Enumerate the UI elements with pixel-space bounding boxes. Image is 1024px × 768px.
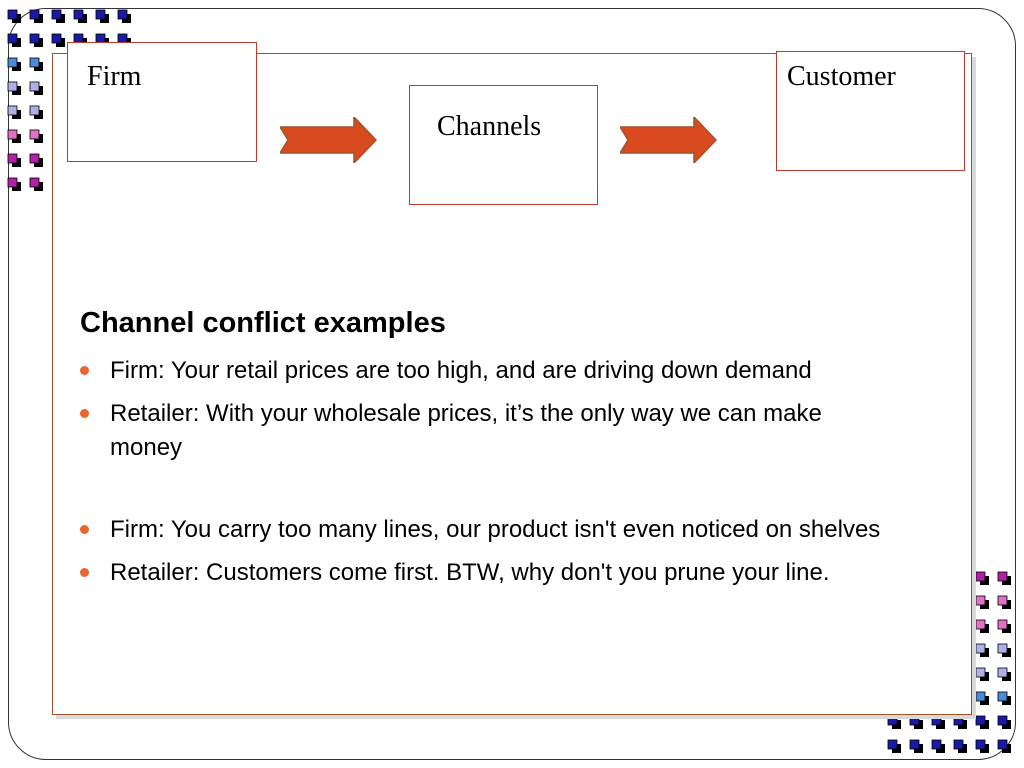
list-item: Firm: You carry too many lines, our prod… <box>80 513 900 547</box>
section-heading: Channel conflict examples <box>80 307 446 339</box>
bullet-icon <box>80 568 89 577</box>
bullet-icon <box>80 409 89 418</box>
customer-box: Customer <box>776 51 965 171</box>
arrow-right-icon <box>280 117 378 163</box>
bullet-text: Firm: You carry too many lines, our prod… <box>110 516 881 543</box>
firm-box: Firm <box>67 42 257 162</box>
arrow-right-icon <box>620 117 718 163</box>
bullet-text: Firm: Your retail prices are too high, a… <box>110 357 812 384</box>
firm-label: Firm <box>87 61 142 92</box>
bullet-icon <box>80 366 89 375</box>
bullet-list: Firm: Your retail prices are too high, a… <box>80 354 900 599</box>
list-item: Retailer: With your wholesale prices, it… <box>80 397 900 465</box>
list-item: Firm: Your retail prices are too high, a… <box>80 354 900 388</box>
channels-label: Channels <box>437 111 542 142</box>
customer-label: Customer <box>787 61 896 92</box>
bullet-text: Retailer: With your wholesale prices, it… <box>110 400 822 461</box>
list-item: Retailer: Customers come first. BTW, why… <box>80 556 900 590</box>
bullet-text: Retailer: Customers come first. BTW, why… <box>110 559 830 586</box>
channels-box: Channels <box>409 85 598 205</box>
bullet-icon <box>80 525 89 534</box>
decorative-squares-bottom-right <box>887 571 1011 753</box>
